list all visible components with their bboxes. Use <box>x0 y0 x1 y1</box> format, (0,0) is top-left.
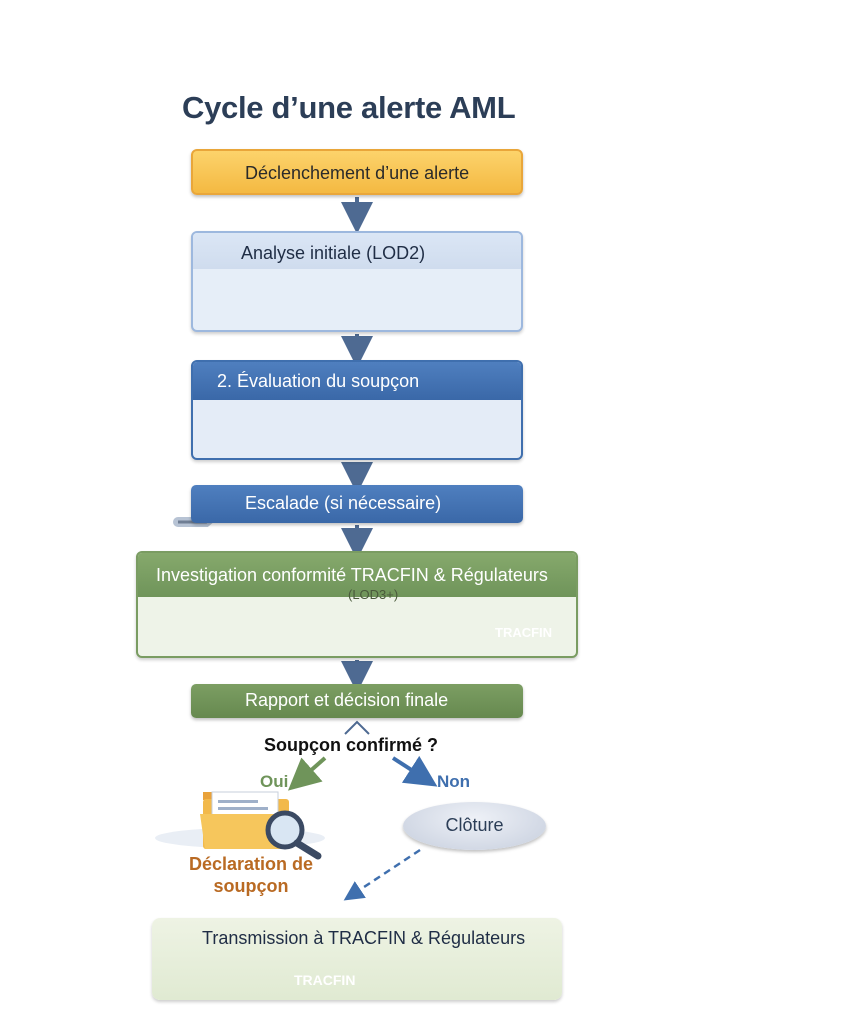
no-arrow <box>391 755 438 787</box>
branch-caret <box>344 720 370 735</box>
step-suspicion-evaluation: 2. Évaluation du soupçon <box>191 360 523 460</box>
step-label: Rapport et décision finale <box>245 690 449 710</box>
decision-no-label: Non <box>437 772 471 791</box>
step-transmission: Transmission à TRACFIN & Régulateurs <box>152 918 562 1000</box>
closure-ellipse: Clôture <box>403 802 546 850</box>
step-investigation: Investigation conformité TRACFIN & Régul… <box>136 551 578 658</box>
dashed-arrow <box>343 848 421 901</box>
decision-question: Soupçon confirmé ? <box>264 735 439 755</box>
declaration-label: Déclaration de soupçon <box>188 854 314 896</box>
step-sublabel: (LOD3+) <box>348 587 399 602</box>
folder-magnifier-icon <box>155 791 325 860</box>
diagram-title: Cycle d’une alerte AML <box>182 90 516 125</box>
step-escalation: Escalade (si nécessaire) <box>191 485 523 523</box>
yes-arrow <box>287 756 327 791</box>
step-header <box>193 233 521 269</box>
step-label: Analyse initiale (LOD2) <box>241 243 426 263</box>
step-label: Escalade (si nécessaire) <box>245 493 442 513</box>
step-label: Déclenchement d’une alerte <box>245 163 470 183</box>
tracfin-badge: TRACFIN <box>294 972 356 988</box>
step-label: 2. Évaluation du soupçon <box>217 371 420 391</box>
step-alert-trigger: Déclenchement d’une alerte <box>191 149 523 195</box>
step-header <box>193 362 521 400</box>
step-label: Transmission à TRACFIN & Régulateurs <box>202 928 526 948</box>
step-report-decision: Rapport et décision finale <box>191 684 523 718</box>
closure-label: Clôture <box>445 815 504 835</box>
decision-yes-label: Oui <box>260 772 289 791</box>
step-label: Investigation conformité TRACFIN & Régul… <box>156 565 548 585</box>
step-initial-analysis: Analyse initiale (LOD2) <box>191 231 523 332</box>
tracfin-badge: TRACFIN <box>495 625 553 640</box>
step-header <box>138 553 576 597</box>
